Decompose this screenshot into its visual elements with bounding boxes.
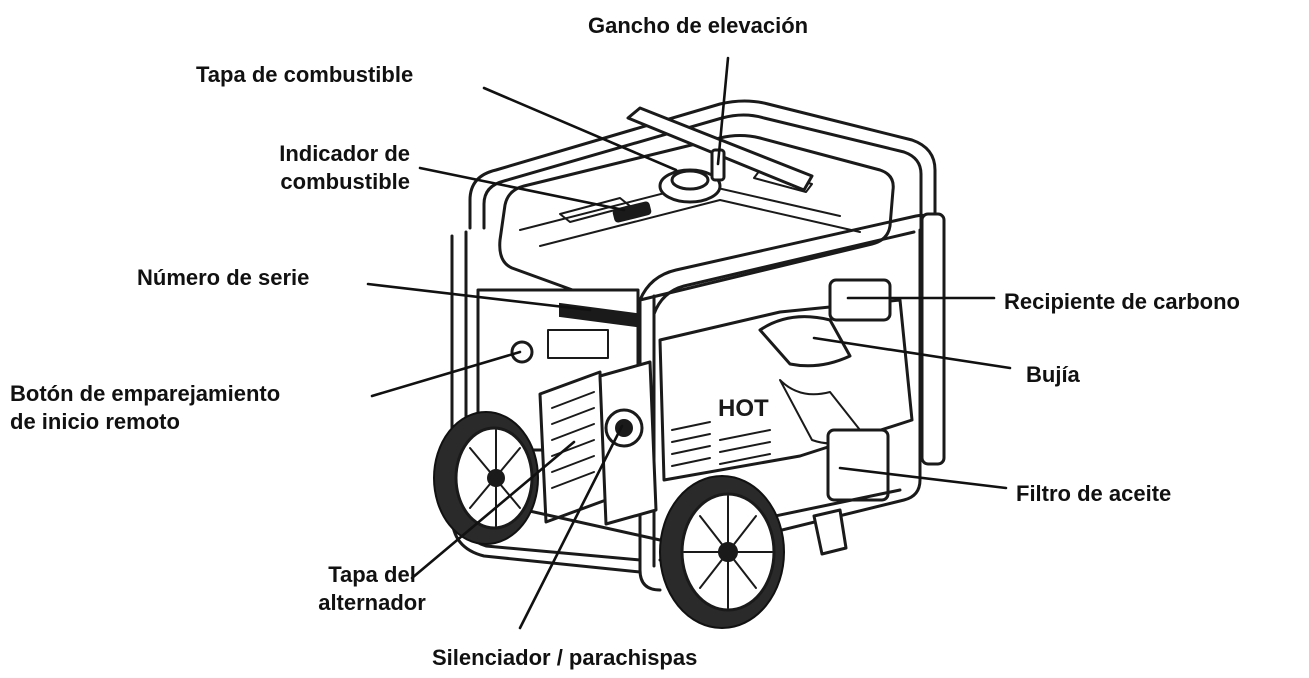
front-wheel [659,475,785,629]
left-wheel [433,411,539,545]
label-remote-start-line1: Botón de emparejamiento [10,381,281,406]
leader-oil-filter [838,466,1008,490]
leader-remote-start [370,350,522,398]
label-lifting-hook: Gancho de elevación [588,13,809,38]
spark-plug-area [758,315,852,368]
fuel-gauge-shape [612,201,652,223]
carbon-canister-shape [828,278,892,322]
label-remote-start-line2: de inicio remoto [10,409,180,434]
leader-lines [366,56,1012,630]
label-serial-number: Número de serie [137,265,310,290]
leader-lifting-hook [716,56,730,166]
label-fuel-gauge-line2: combustible [280,169,410,194]
label-carbon-canister: Recipiente de carbono [1004,289,1240,314]
remote-start-button-shape [510,340,534,364]
oil-filter-shape [826,428,890,502]
generator-illustration: HOT [433,99,946,629]
leader-alternator-cover [410,440,576,580]
label-alternator-cover-line1: Tapa del [328,562,416,587]
hot-badge: HOT [718,395,769,422]
label-fuel-cap: Tapa de combustible [196,62,414,87]
label-fuel-gauge-line1: Indicador de [279,141,410,166]
leader-fuel-cap [482,86,678,172]
label-spark-plug: Bujía [1026,362,1080,387]
label-alternator-cover-line2: alternador [318,590,426,615]
leader-fuel-gauge [418,166,626,212]
leader-muffler [518,424,624,630]
label-muffler: Silenciador / parachispas [432,645,698,670]
leader-spark-plug [812,336,1012,370]
leader-serial-number [366,282,592,312]
handle-bracket [920,212,946,466]
label-oil-filter: Filtro de aceite [1016,481,1172,506]
fuel-tank [498,134,895,304]
